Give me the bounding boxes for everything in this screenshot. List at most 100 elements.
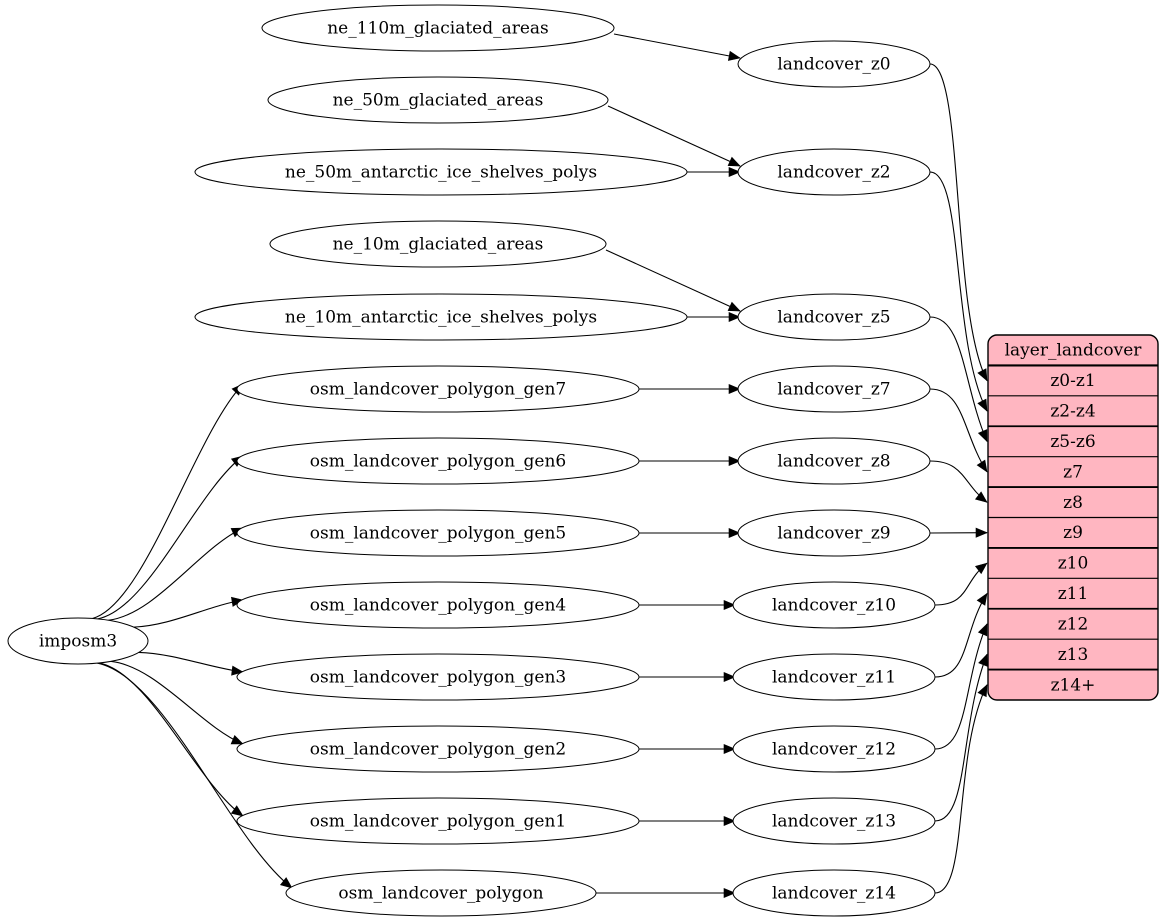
node-shape[interactable]: [732, 725, 936, 773]
layer-table-row[interactable]: z5-z6: [988, 426, 1158, 456]
node-shape[interactable]: [285, 869, 597, 917]
layer-table-row[interactable]: z9: [988, 518, 1158, 548]
layer-table-row[interactable]: z8: [988, 487, 1158, 517]
graph-edge: [605, 249, 741, 312]
edge-arrowhead: [723, 671, 736, 683]
node-source-osm_landcover_polygon_gen1[interactable]: osm_landcover_polygon_gen1: [236, 797, 640, 845]
layer-table-row-hit[interactable]: [988, 670, 1158, 700]
edge-arrowhead: [977, 623, 988, 637]
node-layer-landcover_z12[interactable]: landcover_z12: [732, 725, 936, 773]
edge-arrowhead: [977, 429, 988, 443]
node-source-osm_landcover_polygon[interactable]: osm_landcover_polygon: [285, 869, 597, 917]
graph-edge: [607, 105, 741, 167]
edge-arrowhead: [231, 665, 244, 676]
graph-edge: [934, 684, 988, 894]
node-shape[interactable]: [737, 437, 931, 485]
node-shape[interactable]: [737, 40, 931, 88]
node-shape[interactable]: [269, 220, 607, 268]
node-shape[interactable]: [732, 581, 936, 629]
node-shape[interactable]: [737, 509, 931, 557]
node-shape[interactable]: [737, 293, 931, 341]
node-layer-landcover_z9[interactable]: landcover_z9: [737, 509, 931, 557]
node-layer-landcover_z14[interactable]: landcover_z14: [732, 869, 936, 917]
node-shape[interactable]: [737, 148, 931, 196]
edge-arrowhead: [728, 455, 741, 467]
node-shape[interactable]: [236, 581, 640, 629]
layer-table-row-hit[interactable]: [988, 518, 1158, 548]
node-shape[interactable]: [236, 725, 640, 773]
edge-arrowhead: [230, 805, 244, 817]
layer-table-row-hit[interactable]: [988, 578, 1158, 608]
edge-arrowhead: [974, 491, 988, 503]
edge-arrowhead: [727, 156, 741, 167]
node-imposm3[interactable]: imposm3: [7, 617, 149, 665]
layer-table-row[interactable]: z14+: [988, 670, 1158, 700]
layer-table-row-hit[interactable]: [988, 487, 1158, 517]
node-source-ne_110m_glaciated_areas[interactable]: ne_110m_glaciated_areas: [261, 4, 615, 52]
edge-arrowhead: [723, 743, 736, 755]
edge-arrowhead: [978, 653, 988, 667]
layer-table-row[interactable]: z10: [988, 548, 1158, 578]
node-shape[interactable]: [7, 617, 149, 665]
edge-arrowhead: [976, 459, 988, 473]
edge-arrowhead: [975, 527, 988, 538]
graph-edge: [138, 651, 244, 673]
graph-edge: [929, 63, 988, 381]
node-layer-landcover_z5[interactable]: landcover_z5: [737, 293, 931, 341]
graph-edge: [110, 660, 244, 745]
node-layer-landcover_z0[interactable]: landcover_z0: [737, 40, 931, 88]
graph-edge: [934, 593, 988, 678]
node-shape[interactable]: [732, 797, 936, 845]
layer-table-row[interactable]: z2-z4: [988, 396, 1158, 426]
node-source-osm_landcover_polygon_gen7[interactable]: osm_landcover_polygon_gen7: [236, 365, 640, 413]
node-shape[interactable]: [737, 365, 931, 413]
edge-arrowhead: [974, 562, 988, 575]
node-shape[interactable]: [267, 76, 609, 124]
node-shape[interactable]: [194, 293, 688, 341]
layer-table-row[interactable]: z13: [988, 639, 1158, 669]
node-layer-landcover_z2[interactable]: landcover_z2: [737, 148, 931, 196]
graph-edge: [133, 599, 244, 628]
node-source-osm_landcover_polygon_gen2[interactable]: osm_landcover_polygon_gen2: [236, 725, 640, 773]
layer-table-row-hit[interactable]: [988, 457, 1158, 487]
node-source-osm_landcover_polygon_gen5[interactable]: osm_landcover_polygon_gen5: [236, 509, 640, 557]
node-source-osm_landcover_polygon_gen6[interactable]: osm_landcover_polygon_gen6: [236, 437, 640, 485]
node-shape[interactable]: [236, 437, 640, 485]
node-source-ne_10m_glaciated_areas[interactable]: ne_10m_glaciated_areas: [269, 220, 607, 268]
node-shape[interactable]: [194, 148, 688, 196]
edge-arrowhead: [727, 50, 741, 61]
node-layer-landcover_z8[interactable]: landcover_z8: [737, 437, 931, 485]
node-shape[interactable]: [732, 869, 936, 917]
graph-edge: [92, 383, 244, 620]
edge-arrowhead: [976, 592, 988, 606]
node-source-osm_landcover_polygon_gen3[interactable]: osm_landcover_polygon_gen3: [236, 653, 640, 701]
node-shape[interactable]: [236, 653, 640, 701]
node-source-ne_10m_antarctic_ice_shelves_polys[interactable]: ne_10m_antarctic_ice_shelves_polys: [194, 293, 688, 341]
edge-arrowhead: [977, 398, 988, 412]
layer-table-row[interactable]: z12: [988, 609, 1158, 639]
node-layer-landcover_z13[interactable]: landcover_z13: [732, 797, 936, 845]
layer-table-row-hit[interactable]: [988, 639, 1158, 669]
node-layer-landcover_z7[interactable]: landcover_z7: [737, 365, 931, 413]
node-layer-landcover_z11[interactable]: landcover_z11: [732, 653, 936, 701]
node-shape[interactable]: [236, 797, 640, 845]
node-source-osm_landcover_polygon_gen4[interactable]: osm_landcover_polygon_gen4: [236, 581, 640, 629]
node-source-ne_50m_glaciated_areas[interactable]: ne_50m_glaciated_areas: [267, 76, 609, 124]
layer-table-row-hit[interactable]: [988, 396, 1158, 426]
layer-table-row[interactable]: z7: [988, 457, 1158, 487]
node-source-ne_50m_antarctic_ice_shelves_polys[interactable]: ne_50m_antarctic_ice_shelves_polys: [194, 148, 688, 196]
layer-table-row[interactable]: z11: [988, 578, 1158, 608]
edge-layer: [92, 33, 988, 899]
graph-edge: [929, 171, 988, 412]
layer-table-row-hit[interactable]: [988, 426, 1158, 456]
node-shape[interactable]: [261, 4, 615, 52]
layer-table-row-hit[interactable]: [988, 365, 1158, 395]
node-layer-landcover_z10[interactable]: landcover_z10: [732, 581, 936, 629]
node-shape[interactable]: [236, 509, 640, 557]
layer-table-row-hit[interactable]: [988, 548, 1158, 578]
graph-edge: [934, 654, 988, 822]
node-shape[interactable]: [732, 653, 936, 701]
layer-table-row[interactable]: z0-z1: [988, 365, 1158, 395]
layer-table-row-hit[interactable]: [988, 609, 1158, 639]
node-shape[interactable]: [236, 365, 640, 413]
